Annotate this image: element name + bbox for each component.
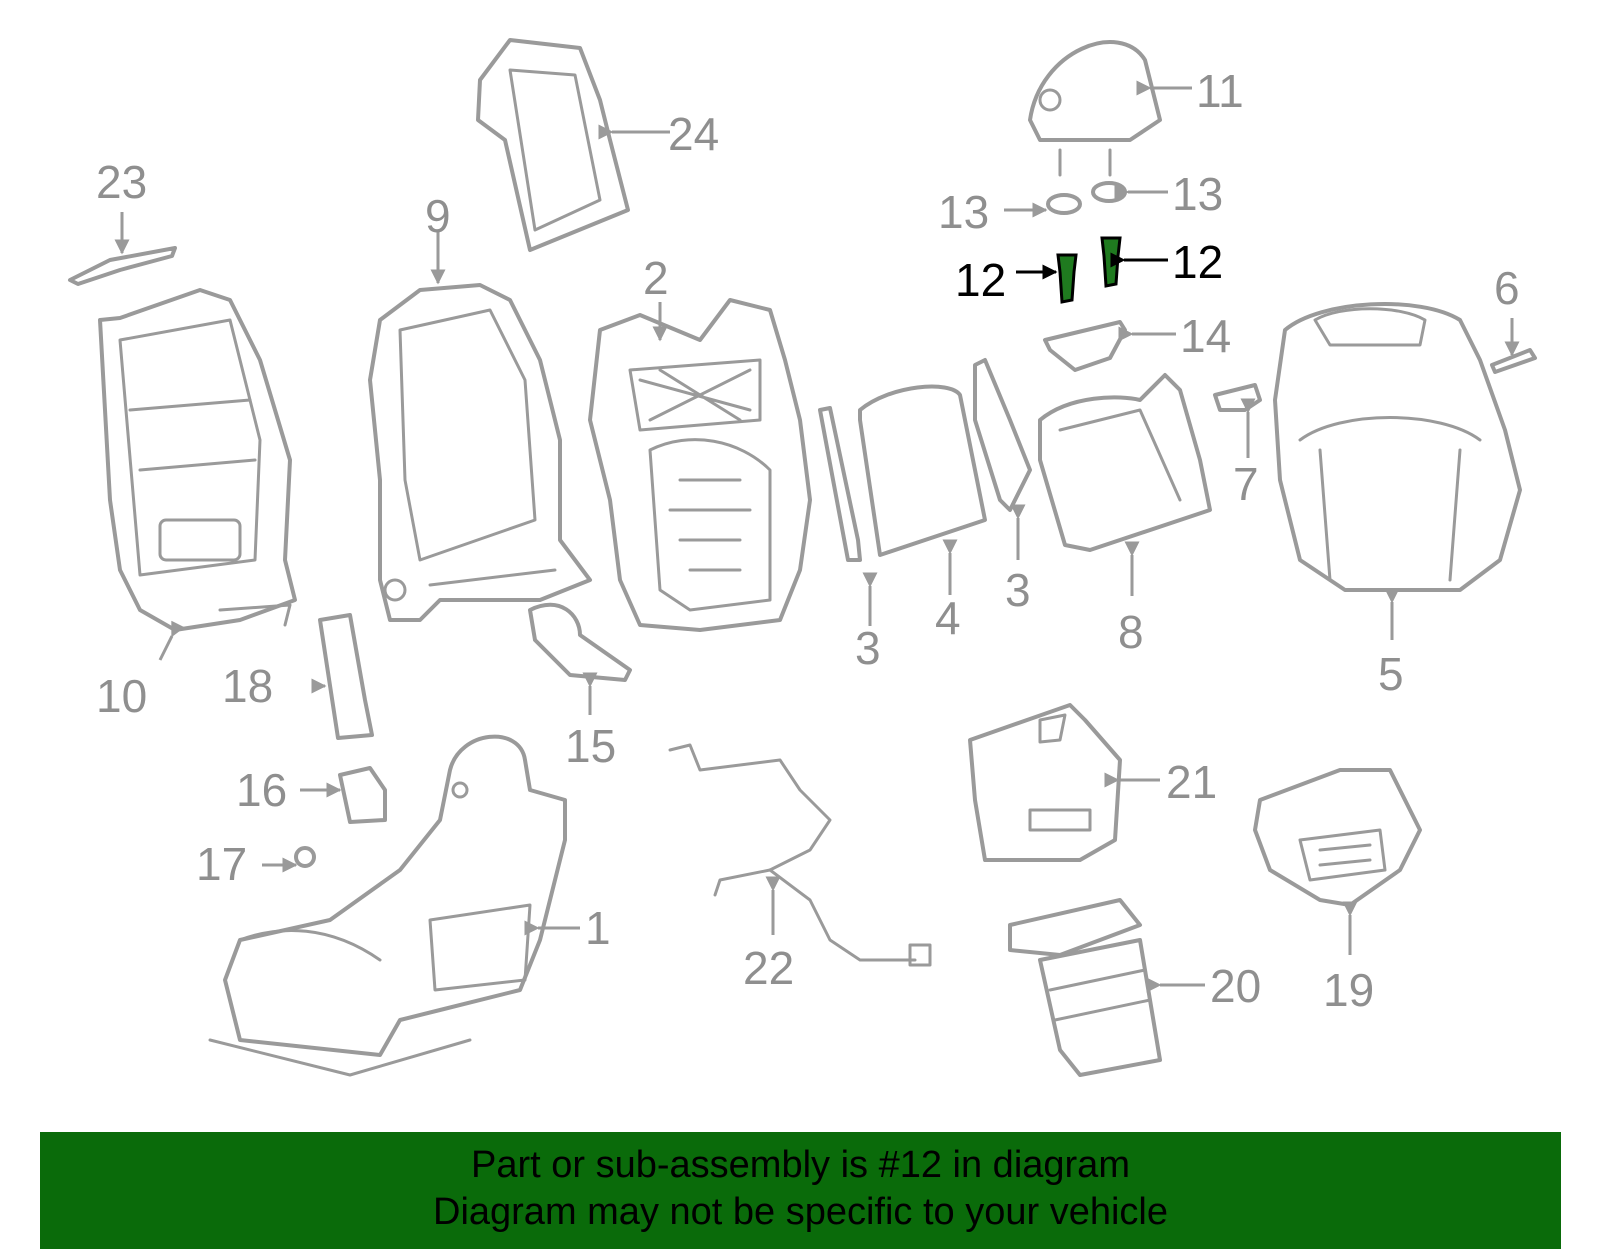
part-14-plate [1043,320,1127,372]
callout-9: 9 [425,190,451,242]
callout-16: 16 [236,764,287,816]
part-13-grommet-right [1091,181,1127,203]
callout-14: 14 [1180,310,1231,362]
callout-7: 7 [1233,458,1259,510]
part-19-blower-assembly [1253,768,1422,907]
callout-2: 2 [643,252,669,304]
part-12-headrest-guide-left [1056,253,1078,304]
part-8-seat-back-cushion [1038,373,1212,552]
callout-23: 23 [96,156,147,208]
part-17-push-clip [294,846,316,868]
banner-line-disclaimer: Diagram may not be specific to your vehi… [433,1191,1168,1233]
part-13-grommet-left [1046,193,1082,215]
callout-21: 21 [1166,756,1217,808]
part-1-seat-assembly [208,734,567,1077]
part-3-side-strip-right [973,358,1032,512]
part-20-lumbar-assembly [1008,898,1162,1077]
part-15-bolster [528,602,632,682]
part-10-seat-back-housing [98,288,297,632]
callout-13-left: 13 [938,186,989,238]
part-24-back-panel [476,38,630,252]
part-9-seat-back-frame [368,283,592,622]
callout-3-left: 3 [855,622,881,674]
callout-3-right: 3 [1005,564,1031,616]
callout-13-right: 13 [1172,168,1223,220]
part-18-trim-piece [318,613,374,740]
callout-24: 24 [668,108,719,160]
callout-8: 8 [1118,606,1144,658]
part-5-seat-back-cover [1273,301,1522,592]
part-11-headrest [1028,40,1162,177]
banner-line-part: Part or sub-assembly is #12 in diagram [471,1144,1130,1186]
callout-1: 1 [585,902,611,954]
part-3-side-strip-left [818,406,862,562]
callout-22: 22 [743,942,794,994]
callout-20: 20 [1210,960,1261,1012]
callout-12-right: 12 [1172,236,1223,288]
part-16-bracket [338,766,387,824]
callout-15: 15 [565,720,616,772]
part-4-cushion-pad [858,384,987,557]
leader-lines-part-12 [1016,252,1168,280]
part-23-trim-strip [68,246,177,286]
part-21-control-module [968,703,1122,862]
leader-lines [114,80,1520,993]
callout-10: 10 [96,670,147,722]
callout-4: 4 [935,592,961,644]
callout-17: 17 [196,838,247,890]
callout-12-left: 12 [955,254,1006,306]
callout-18: 18 [222,660,273,712]
callout-11: 11 [1196,65,1244,117]
part-2-seat-back-pad [588,298,812,632]
callout-5: 5 [1378,648,1404,700]
callout-19: 19 [1323,964,1374,1016]
part-info-banner: Part or sub-assembly is #12 in diagram D… [40,1132,1561,1249]
part-22-wiring-harness [668,743,932,967]
part-12-headrest-guide-right [1100,236,1122,288]
part-7-bracket [1213,383,1262,412]
callout-labels: 23 24 9 2 10 18 15 16 17 1 3 4 3 8 7 6 5… [96,65,1520,1016]
callout-6: 6 [1494,262,1520,314]
